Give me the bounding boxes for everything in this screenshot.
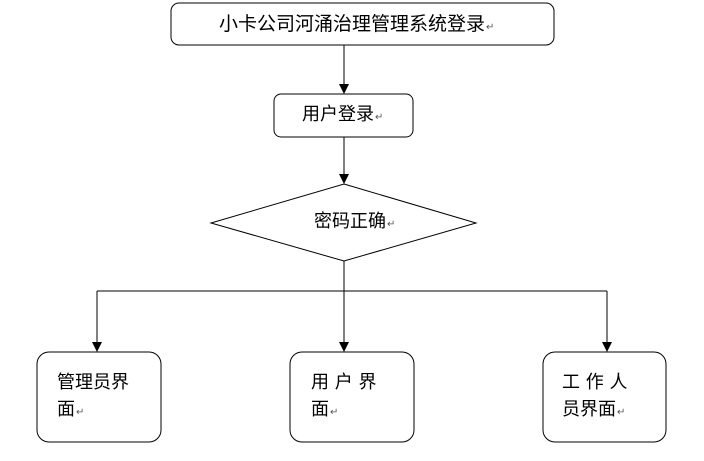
admin-label: 管理员界 面↵ (57, 369, 129, 426)
check-text: 密码正确 (314, 211, 386, 232)
login-text: 用户登录 (302, 104, 374, 125)
paragraph-mark-icon: ↵ (486, 22, 495, 33)
admin-box (36, 351, 162, 443)
user-text-line2: 面 (311, 399, 329, 420)
paragraph-mark-icon: ↵ (76, 407, 85, 418)
check-label: 密码正确↵ (314, 210, 395, 237)
title-box (170, 2, 555, 46)
user-box (289, 351, 415, 443)
paragraph-mark-icon: ↵ (387, 219, 396, 230)
staff-text-line2: 员界面 (562, 399, 616, 420)
user-label: 用 户 界 面↵ (311, 369, 376, 426)
paragraph-mark-icon: ↵ (375, 112, 384, 123)
login-label: 用户登录↵ (302, 103, 383, 130)
admin-text-line2: 面 (57, 399, 75, 420)
staff-label: 工 作 人 员界面↵ (562, 369, 627, 426)
user-text-line1: 用 户 界 (311, 372, 377, 393)
title-text: 小卡公司河涌治理管理系统登录 (219, 13, 486, 35)
admin-text-line1: 管理员界 (57, 372, 129, 393)
paragraph-mark-icon: ↵ (617, 407, 626, 418)
staff-box (542, 351, 667, 443)
staff-text-line1: 工 作 人 (562, 372, 628, 393)
title-label: 小卡公司河涌治理管理系统登录↵ (219, 12, 494, 40)
paragraph-mark-icon: ↵ (330, 407, 339, 418)
